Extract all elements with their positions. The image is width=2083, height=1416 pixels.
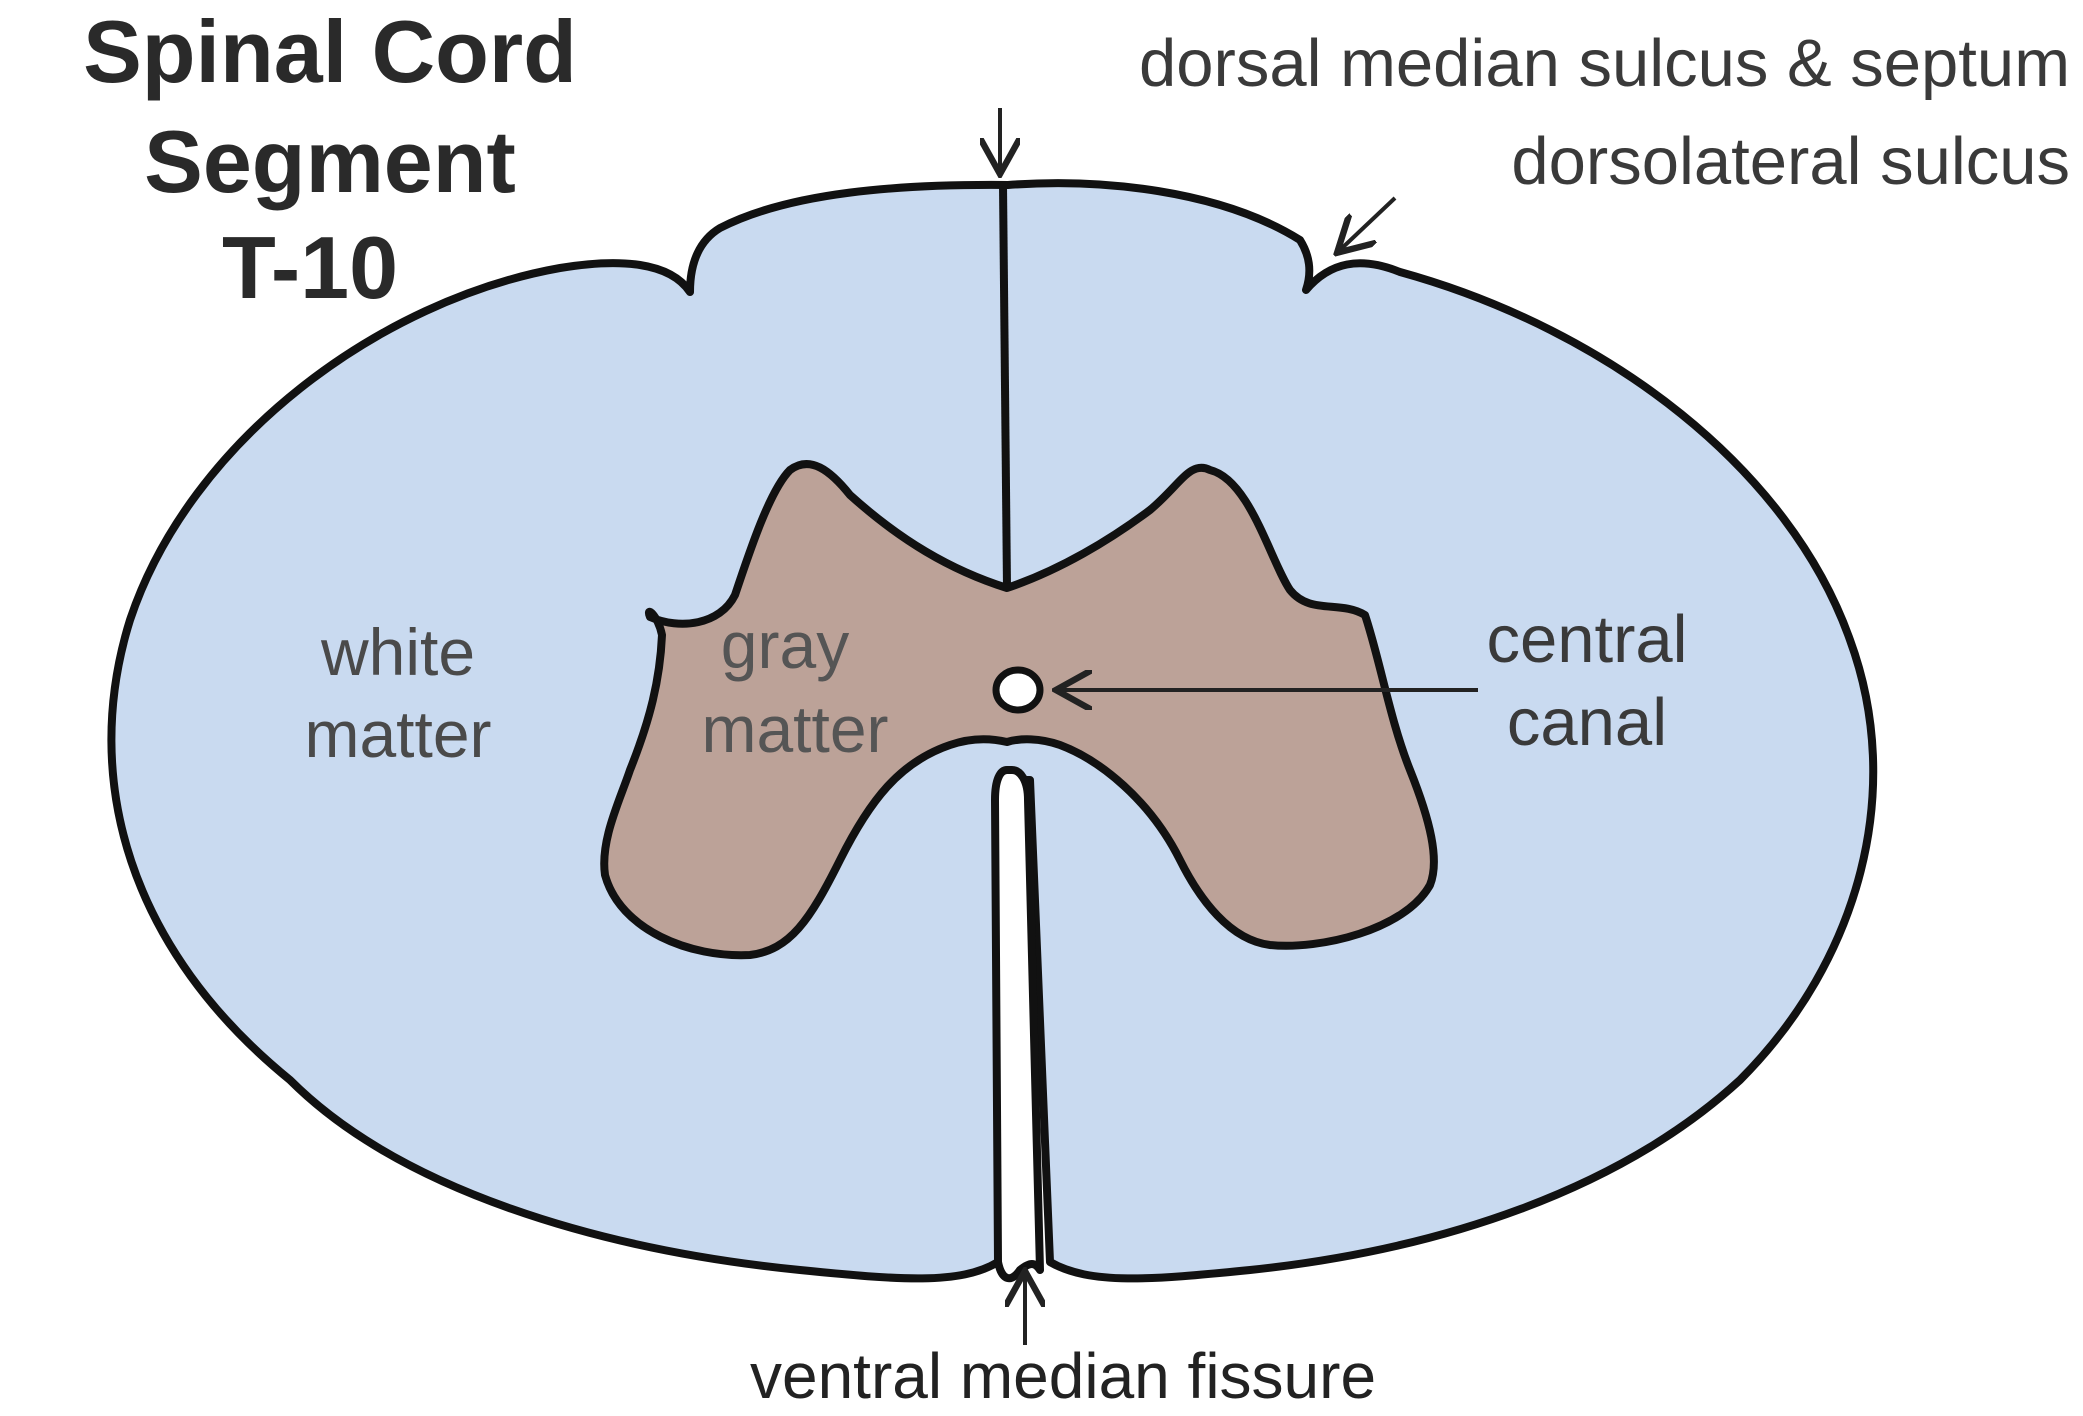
- central-canal-label-2: canal: [1507, 685, 1667, 760]
- white-matter-label-1: white: [320, 615, 475, 689]
- dorsolateral-arrow: [1340, 196, 1397, 250]
- central-canal: [992, 666, 1044, 714]
- dorsolateral-sulcus-label: dorsolateral sulcus: [1511, 124, 2070, 199]
- ventral-median-fissure-label: ventral median fissure: [750, 1340, 1376, 1412]
- title-line-3: T-10: [222, 218, 398, 317]
- dorsal-median-sulcus-label: dorsal median sulcus & septum: [1139, 26, 2070, 101]
- white-matter-label-2: matter: [304, 697, 491, 771]
- gray-matter-label-2: matter: [701, 692, 888, 766]
- title-line-1: Spinal Cord: [83, 2, 577, 101]
- dorsal-median-septum: [999, 184, 1011, 589]
- central-canal-label-1: central: [1486, 602, 1687, 677]
- title-line-2: Segment: [144, 112, 516, 211]
- gray-matter-label-1: gray: [721, 608, 849, 682]
